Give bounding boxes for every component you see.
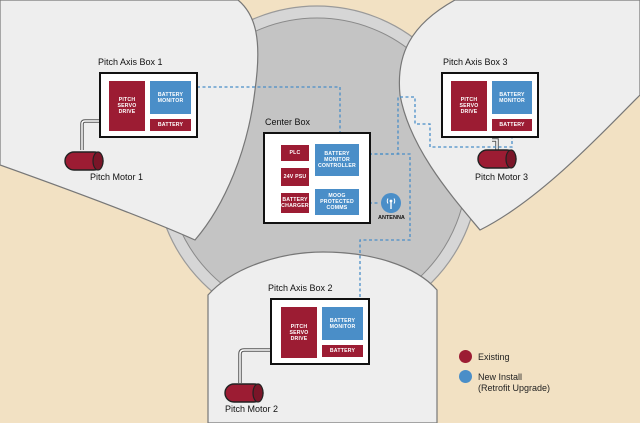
pitch-box-1-title: Pitch Axis Box 1 xyxy=(98,57,163,67)
pitch-motor-1-label: Pitch Motor 1 xyxy=(90,172,144,182)
pitch-box-3: PITCH SERVO DRIVE BATTERY MONITOR BATTER… xyxy=(441,72,539,138)
legend-new-install-label: New Install xyxy=(478,372,523,382)
pitch-3-battery-monitor: BATTERY MONITOR xyxy=(492,81,532,114)
pitch-3-servo-drive: PITCH SERVO DRIVE xyxy=(451,81,487,131)
pitch-box-1: PITCH SERVO DRIVE BATTERY MONITOR BATTER… xyxy=(99,72,198,138)
pitch-motor-3-graphic xyxy=(477,138,517,169)
pitch-2-servo-drive: PITCH SERVO DRIVE xyxy=(281,307,317,358)
legend-new-install-swatch xyxy=(459,370,472,383)
pitch-motor-1-graphic xyxy=(64,119,105,171)
antenna-label: ANTENNA xyxy=(378,215,405,221)
pitch-2-battery: BATTERY xyxy=(322,345,363,357)
antenna-icon xyxy=(381,193,401,213)
pitch-2-battery-monitor: BATTERY MONITOR xyxy=(322,307,363,340)
legend-retrofit-label: (Retrofit Upgrade) xyxy=(478,383,551,393)
pitch-motor-2-graphic xyxy=(224,348,272,403)
psu-24v: 24V PSU xyxy=(281,168,309,186)
plc: PLC xyxy=(281,145,309,161)
moog-protected-comms: MOOG PROTECTED COMMS xyxy=(315,189,359,215)
center-box-title: Center Box xyxy=(265,117,311,127)
pitch-motor-2-label: Pitch Motor 2 xyxy=(225,404,279,414)
pitch-3-battery: BATTERY xyxy=(492,119,532,131)
battery-monitor-controller: BATTERY MONITOR CONTROLLER xyxy=(315,144,359,176)
pitch-box-2-title: Pitch Axis Box 2 xyxy=(268,283,333,293)
pitch-box-3-title: Pitch Axis Box 3 xyxy=(443,57,508,67)
battery-charger: BATTERY CHARGER xyxy=(281,193,309,213)
pitch-1-servo-drive: PITCH SERVO DRIVE xyxy=(109,81,145,131)
legend-existing-label: Existing xyxy=(478,352,510,362)
legend-existing-swatch xyxy=(459,350,472,363)
pitch-1-battery-monitor: BATTERY MONITOR xyxy=(150,81,191,114)
pitch-motor-3-label: Pitch Motor 3 xyxy=(475,172,529,182)
pitch-box-2: PITCH SERVO DRIVE BATTERY MONITOR BATTER… xyxy=(270,298,370,365)
pitch-1-battery: BATTERY xyxy=(150,119,191,131)
center-box: PLC 24V PSU BATTERY CHARGER BATTERY MONI… xyxy=(263,132,371,224)
